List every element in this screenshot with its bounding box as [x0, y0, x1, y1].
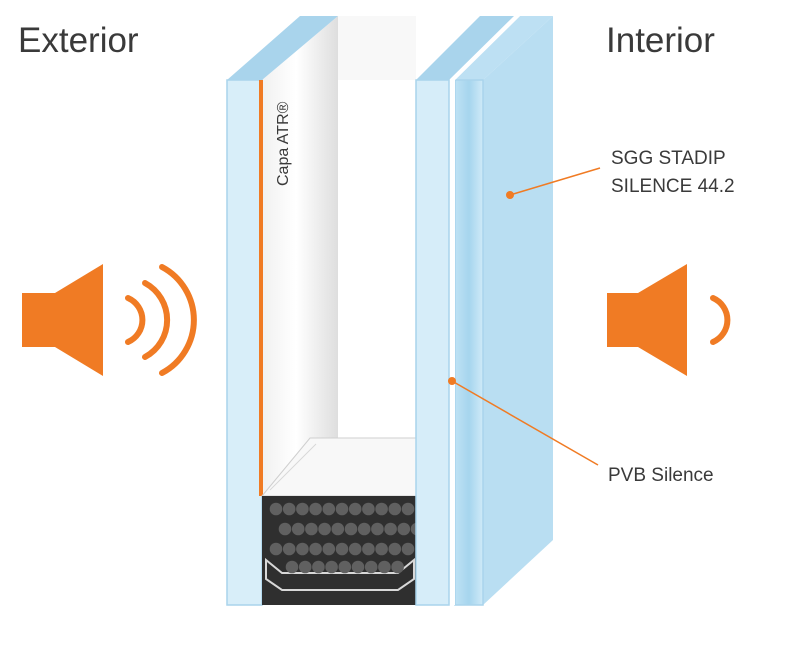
desiccant-bead	[309, 502, 322, 516]
desiccant-bead	[305, 522, 318, 536]
spacer-bar	[260, 437, 456, 605]
desiccant-bead	[371, 522, 384, 536]
desiccant-bead	[309, 542, 322, 556]
pvb-callout: PVB Silence	[448, 377, 714, 486]
desiccant-bead	[285, 560, 299, 574]
desiccant-bead	[388, 542, 402, 556]
exterior-glass-pane	[226, 16, 338, 606]
desiccant-bead	[269, 542, 283, 556]
desiccant-bead	[391, 560, 404, 574]
desiccant-bead	[318, 522, 331, 536]
desiccant-bead	[362, 542, 375, 556]
laminated-front-pane	[415, 16, 514, 606]
desiccant-bead	[325, 560, 338, 574]
laminated-glass-label-line2: SILENCE 44.2	[611, 176, 735, 197]
desiccant-bead	[282, 542, 296, 556]
laminated-glass-label-line1: SGG STADIP	[611, 148, 726, 169]
desiccant-bead	[322, 542, 336, 556]
desiccant-bead	[282, 502, 296, 516]
desiccant-bead	[278, 522, 292, 536]
desiccant-bead	[296, 542, 309, 556]
desiccant-bead	[388, 502, 402, 516]
interior-label: Interior	[606, 21, 715, 60]
desiccant-bead	[344, 522, 358, 536]
desiccant-bead	[322, 502, 336, 516]
laminated-rear-pane	[454, 16, 553, 606]
desiccant-bead	[362, 502, 375, 516]
desiccant-bead	[397, 522, 411, 536]
desiccant-bead	[384, 522, 397, 536]
desiccant-bead	[296, 502, 309, 516]
desiccant-bead	[357, 522, 371, 536]
exterior-label: Exterior	[18, 21, 139, 60]
desiccant-bead	[375, 542, 388, 556]
desiccant-bead	[378, 560, 391, 574]
pvb-label: PVB Silence	[608, 465, 714, 486]
desiccant-bead	[348, 502, 362, 516]
desiccant-bead	[364, 560, 378, 574]
desiccant-bead	[401, 502, 415, 516]
desiccant-bead	[335, 502, 349, 516]
laminated-glass-callout: SGG STADIP SILENCE 44.2	[506, 148, 735, 199]
coating-label: Capa ATR®	[275, 101, 292, 186]
speaker-loud-icon	[22, 264, 197, 376]
desiccant-bead	[291, 522, 305, 536]
pvb-interlayer	[449, 16, 520, 605]
desiccant-bead	[335, 542, 349, 556]
desiccant-bead	[351, 560, 365, 574]
desiccant-beads	[269, 502, 424, 574]
desiccant-bead	[348, 542, 362, 556]
desiccant-bead	[298, 560, 312, 574]
desiccant-bead	[269, 502, 283, 516]
speaker-quiet-icon	[607, 264, 731, 376]
desiccant-bead	[401, 542, 415, 556]
desiccant-bead	[338, 560, 352, 574]
desiccant-bead	[331, 522, 345, 536]
desiccant-bead	[375, 502, 388, 516]
desiccant-bead	[312, 560, 325, 574]
